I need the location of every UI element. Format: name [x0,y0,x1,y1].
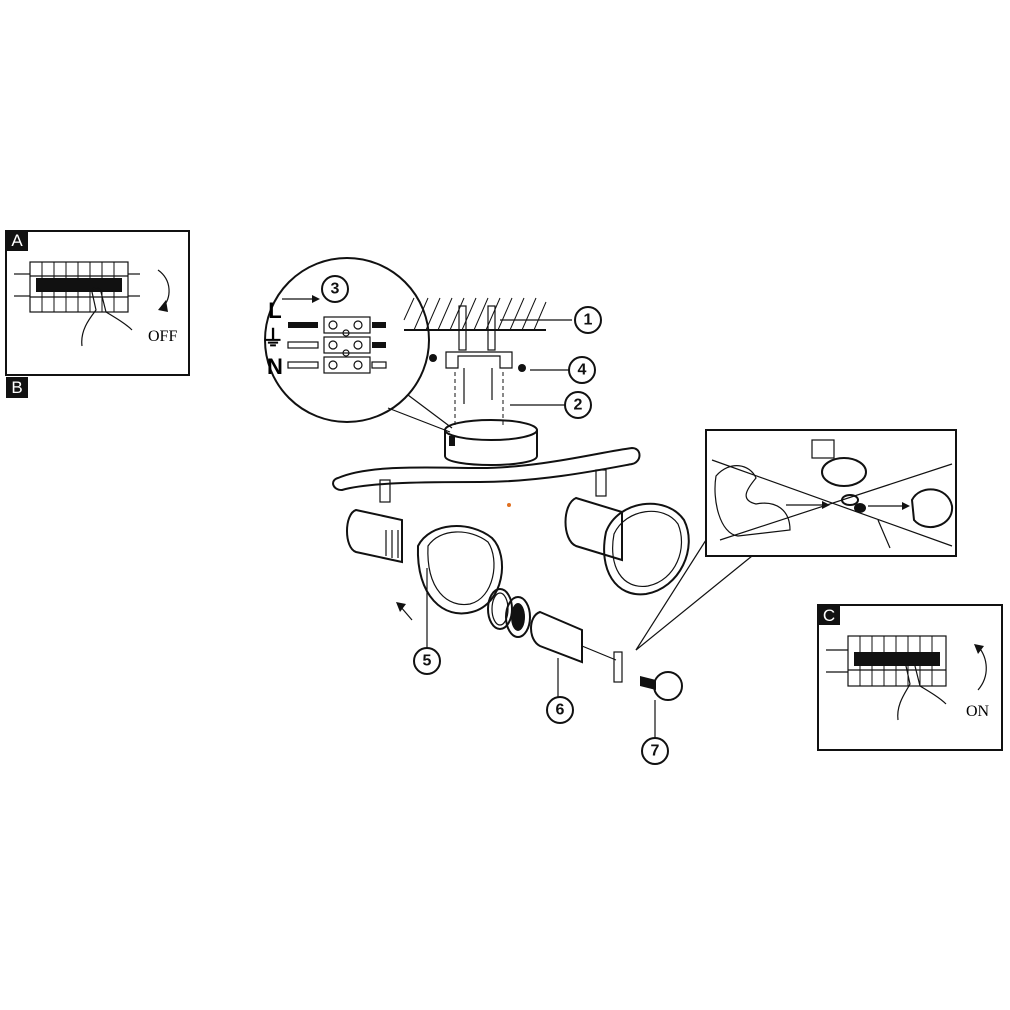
rotate-arrow-a [157,269,170,309]
shade-icon [910,488,954,529]
breaker-box-c [826,635,947,687]
bulb [640,671,683,701]
wiring-detail: 3 L ⏚ N [262,257,453,433]
callout-7: 7 [641,737,669,765]
lamp-socket [530,610,583,664]
panel-b: B [6,377,28,398]
panel-c-tag-box [818,605,840,625]
svg-text:2: 2 [574,397,583,414]
panel-a-tag-box [6,231,28,251]
left-spot-body [346,508,403,564]
exploded-parts [396,539,753,738]
callout-5: 5 [413,647,441,675]
arm-icon [714,465,791,537]
wire-label-n: N [267,354,283,379]
wire-label-l: L [268,298,281,323]
inset-warning [705,429,957,557]
wire-n [287,361,319,369]
panel-a-tag: A [11,231,23,250]
right-spot-body [564,496,623,562]
thread-ring [505,596,531,638]
wall-plug-left [458,305,467,351]
hand-c [897,660,947,721]
lamp-body [332,419,690,615]
mounting-bar [332,446,641,492]
panel-c: C ON [817,604,1003,751]
right-shade [603,502,690,596]
wire-earth [287,341,319,349]
rotate-arrow-c [977,645,987,691]
callout-2: 2 [564,391,592,419]
wire-label-earth: ⏚ [262,326,284,351]
mounting-bracket [445,351,513,369]
step-3-number: 3 [331,281,340,298]
panel-b-tag: B [11,378,22,397]
wall-plug-right [487,305,496,351]
panel-b-tag-box [6,377,28,398]
svg-text:1: 1 [584,312,593,329]
panel-c-tag: C [823,606,835,625]
left-shade [416,525,504,615]
svg-text:7: 7 [651,743,660,760]
wire-l [288,322,318,328]
svg-text:6: 6 [556,702,565,719]
ceiling-mount [403,297,572,426]
ring [487,588,513,630]
callout-6: 6 [546,696,574,724]
callout-1: 1 [574,306,602,334]
callout-4: 4 [568,356,596,384]
on-label: ON [966,703,990,720]
breaker-box-a [14,261,140,313]
hand-a [81,286,133,347]
center-dot [507,503,511,507]
step-3-badge [321,275,349,303]
terminal-block [323,316,371,374]
svg-text:5: 5 [423,653,432,670]
panel-a: A OFF [5,230,190,376]
off-label: OFF [148,328,177,345]
svg-text:4: 4 [578,362,587,379]
